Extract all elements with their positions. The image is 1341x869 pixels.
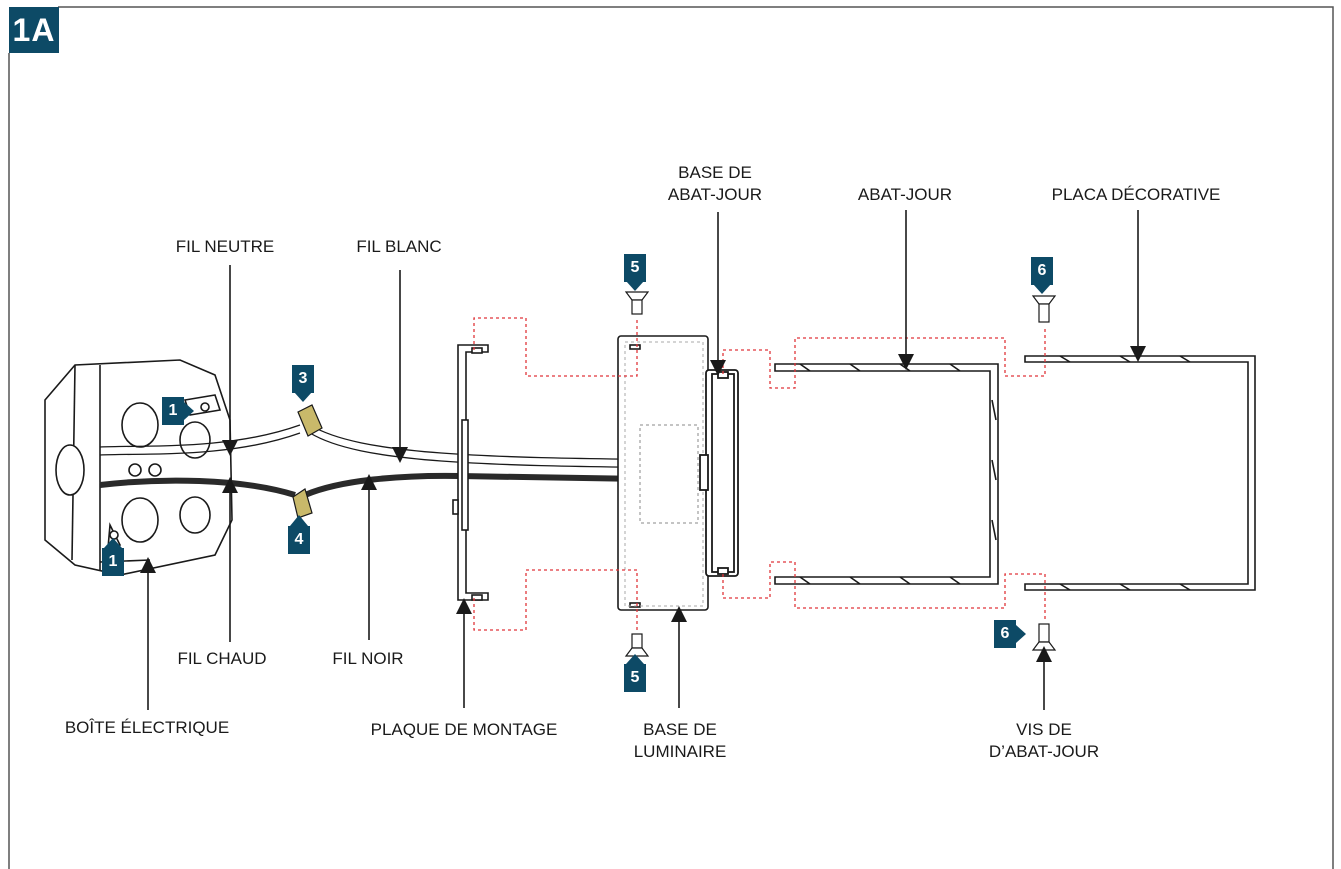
marker-connector-black: 4 [288, 526, 310, 554]
step-badge: 1A [9, 7, 59, 53]
label-placa-decorative: PLACA DÉCORATIVE [1051, 185, 1221, 204]
label-plaque-de-montage: PLAQUE DE MONTAGE [370, 720, 558, 739]
label-fil-neutre: FIL NEUTRE [175, 237, 275, 256]
screw-top-shade [1031, 295, 1057, 323]
marker-box-bottom: 1 [102, 548, 124, 576]
screw-bottom-shade [1031, 623, 1057, 651]
marker-screw-bottom-shade: 6 [994, 620, 1016, 648]
label-fil-chaud: FIL CHAUD [177, 649, 267, 668]
marker-screw-top-base: 5 [624, 254, 646, 282]
marker-box-top: 1 [162, 397, 184, 425]
screw-bottom-base [624, 633, 650, 657]
label-boite-electrique: BOÎTE ÉLECTRIQUE [64, 718, 230, 737]
label-vis-abat-jour-1: VIS DE [1016, 720, 1072, 739]
wire-connector-white [297, 404, 323, 437]
label-fil-blanc: FIL BLANC [356, 237, 442, 256]
leader-lines [140, 210, 1146, 710]
electrical-box [44, 359, 233, 576]
wire-connector-black [292, 488, 313, 519]
alignment-lines [473, 317, 1046, 631]
marker-screw-bottom-base: 5 [624, 664, 646, 692]
mounting-plate [452, 344, 489, 601]
label-vis-abat-jour-2: D’ABAT-JOUR [988, 742, 1100, 761]
label-base-abat-jour-1: BASE DE [678, 163, 752, 182]
frame-border [58, 6, 1334, 869]
label-base-luminaire-1: BASE DE [643, 720, 717, 739]
label-base-luminaire-2: LUMINAIRE [633, 742, 727, 761]
decorative-plate [1024, 355, 1256, 591]
black-wire [99, 472, 701, 498]
marker-pointers [104, 281, 1051, 664]
marker-connector-white: 3 [292, 365, 314, 393]
marker-screw-top-shade: 6 [1031, 257, 1053, 285]
shade [774, 363, 999, 585]
label-base-abat-jour-2: ABAT-JOUR [667, 185, 763, 204]
fixture-base [617, 335, 709, 611]
label-abat-jour: ABAT-JOUR [857, 185, 953, 204]
screw-top-base [624, 291, 650, 315]
label-fil-noir: FIL NOIR [332, 649, 404, 668]
shade-base [699, 369, 739, 577]
